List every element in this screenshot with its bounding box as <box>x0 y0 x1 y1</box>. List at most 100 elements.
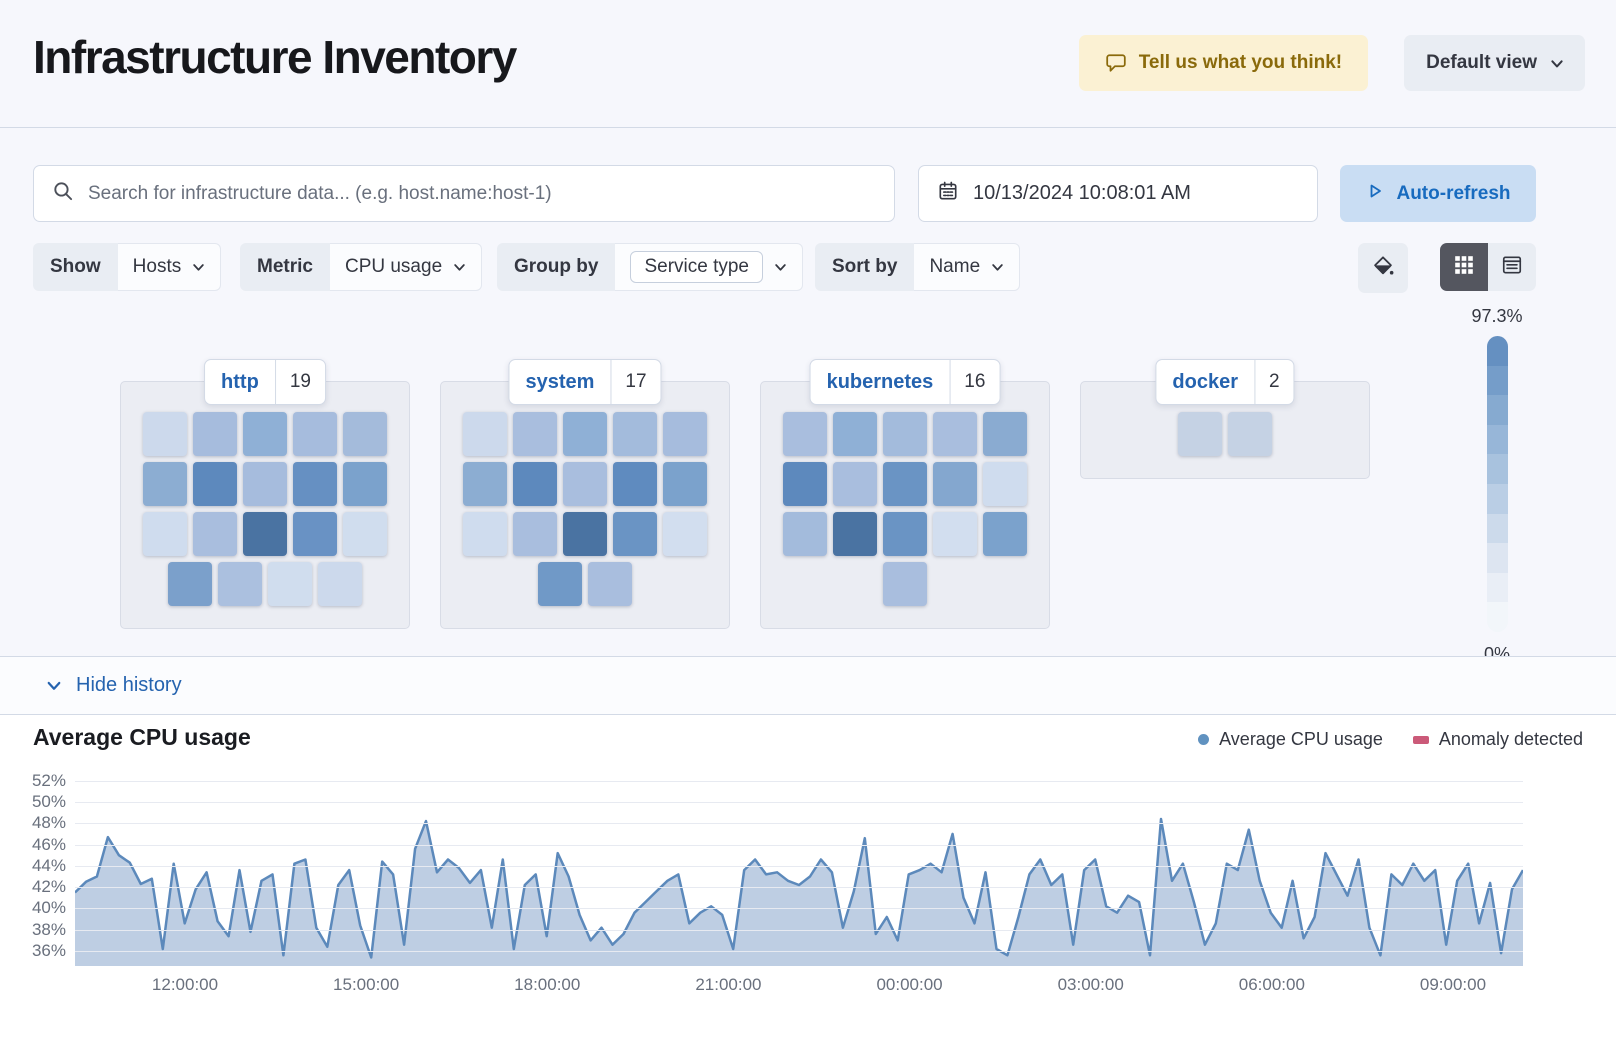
host-tile[interactable] <box>193 512 237 556</box>
host-tile[interactable] <box>293 462 337 506</box>
host-tile[interactable] <box>933 412 977 456</box>
show-filter-label: Show <box>33 243 118 291</box>
speech-bubble-icon <box>1105 52 1127 74</box>
chart-title: Average CPU usage <box>33 724 251 750</box>
host-tile[interactable] <box>463 462 507 506</box>
tile-row <box>781 412 1029 456</box>
host-tile[interactable] <box>1228 412 1272 456</box>
view-mode-toggle <box>1440 243 1536 291</box>
host-tile[interactable] <box>833 512 877 556</box>
host-tile[interactable] <box>663 412 707 456</box>
hide-history-toggle[interactable]: Hide history <box>45 674 182 697</box>
legend-step <box>1487 336 1508 366</box>
host-tile[interactable] <box>343 412 387 456</box>
grid-line <box>75 801 1523 803</box>
host-tile[interactable] <box>563 412 607 456</box>
host-tile[interactable] <box>293 512 337 556</box>
host-tile[interactable] <box>1178 412 1222 456</box>
group-name[interactable]: system <box>525 370 595 393</box>
host-tile[interactable] <box>833 462 877 506</box>
x-axis-tick: 00:00:00 <box>876 975 943 994</box>
color-legend-bar <box>1487 336 1508 632</box>
host-tile[interactable] <box>143 512 187 556</box>
sort-by-filter-dropdown[interactable]: Name <box>914 243 1021 291</box>
host-tile[interactable] <box>168 562 212 606</box>
host-tile[interactable] <box>883 462 927 506</box>
grid-line <box>75 929 1523 931</box>
x-axis-tick: 12:00:00 <box>151 975 219 994</box>
host-tile[interactable] <box>293 412 337 456</box>
host-tile[interactable] <box>883 412 927 456</box>
host-tile[interactable] <box>513 512 557 556</box>
host-tile[interactable] <box>268 562 312 606</box>
play-icon <box>1365 181 1385 207</box>
host-tile[interactable] <box>463 412 507 456</box>
host-tile[interactable] <box>143 412 187 456</box>
auto-refresh-button[interactable]: Auto-refresh <box>1340 165 1536 222</box>
host-tile[interactable] <box>983 462 1027 506</box>
host-tile[interactable] <box>833 412 877 456</box>
search-icon <box>52 180 74 207</box>
host-tile[interactable] <box>143 462 187 506</box>
host-tile[interactable] <box>563 462 607 506</box>
host-tile[interactable] <box>243 512 287 556</box>
group-name[interactable]: docker <box>1172 370 1239 393</box>
metric-filter-dropdown[interactable]: CPU usage <box>329 243 483 291</box>
host-tile[interactable] <box>883 512 927 556</box>
legend-step <box>1487 513 1508 544</box>
group-name[interactable]: kubernetes <box>826 370 934 393</box>
show-filter-dropdown[interactable]: Hosts <box>117 243 222 291</box>
host-tile[interactable] <box>243 412 287 456</box>
host-tile[interactable] <box>463 512 507 556</box>
host-tile[interactable] <box>613 462 657 506</box>
feedback-button[interactable]: Tell us what you think! <box>1078 35 1369 91</box>
host-tile[interactable] <box>933 462 977 506</box>
host-tile[interactable] <box>343 512 387 556</box>
search-input[interactable] <box>88 182 876 205</box>
map-view-toggle[interactable] <box>1440 243 1488 291</box>
sort-by-filter-label: Sort by <box>815 243 915 291</box>
table-view-toggle[interactable] <box>1488 243 1536 291</box>
host-tile[interactable] <box>343 462 387 506</box>
auto-refresh-label: Auto-refresh <box>1396 182 1511 204</box>
x-axis-tick: 03:00:00 <box>1057 975 1124 994</box>
host-tile[interactable] <box>318 562 362 606</box>
host-tile[interactable] <box>933 512 977 556</box>
host-tile[interactable] <box>563 512 607 556</box>
y-axis-tick: 42% <box>31 877 66 897</box>
date-picker[interactable]: 10/13/2024 10:08:01 AM <box>918 165 1318 222</box>
host-tile[interactable] <box>538 562 582 606</box>
host-tile[interactable] <box>783 462 827 506</box>
host-tile[interactable] <box>513 412 557 456</box>
host-tile[interactable] <box>218 562 262 606</box>
group-name[interactable]: http <box>221 370 259 393</box>
feedback-button-label: Tell us what you think! <box>1138 52 1343 73</box>
host-tile[interactable] <box>883 562 927 606</box>
color-palette-button[interactable] <box>1358 243 1408 293</box>
view-selector-label: Default view <box>1426 52 1537 73</box>
host-tile[interactable] <box>983 512 1027 556</box>
paint-fill-icon <box>1371 254 1395 283</box>
host-tile[interactable] <box>193 412 237 456</box>
host-tile[interactable] <box>613 512 657 556</box>
view-selector-button[interactable]: Default view <box>1404 35 1585 91</box>
group-by-filter-value[interactable]: Service type <box>630 251 763 283</box>
host-tile[interactable] <box>783 512 827 556</box>
host-tile[interactable] <box>783 412 827 456</box>
group-by-filter-dropdown[interactable]: Service type <box>615 243 803 291</box>
host-tile[interactable] <box>613 412 657 456</box>
host-tile[interactable] <box>193 462 237 506</box>
host-tile[interactable] <box>243 462 287 506</box>
host-tile[interactable] <box>513 462 557 506</box>
host-tile[interactable] <box>663 462 707 506</box>
host-tile[interactable] <box>663 512 707 556</box>
x-axis-tick: 06:00:00 <box>1238 975 1305 994</box>
cpu-usage-area-chart[interactable] <box>75 770 1523 966</box>
host-tile[interactable] <box>588 562 632 606</box>
host-tile[interactable] <box>983 412 1027 456</box>
